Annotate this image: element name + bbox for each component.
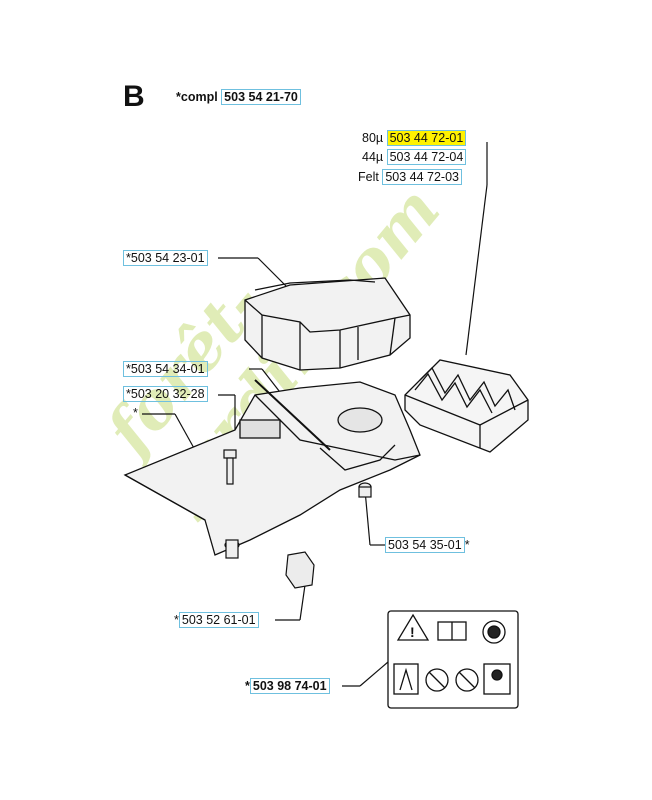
leader-filter (465, 184, 488, 356)
callout-pad: *503 52 61-01 (174, 612, 259, 628)
kit-part-number[interactable]: 503 54 21-70 (221, 89, 301, 105)
callout-decal: *503 98 74-01 (245, 678, 330, 694)
kit-prefix: *compl (176, 90, 218, 104)
filter-row-3: Felt 503 44 72-03 (358, 169, 463, 185)
ear-protection-icon (482, 620, 506, 644)
leader-plate (174, 413, 196, 451)
rod-part-number[interactable]: *503 54 34-01 (123, 361, 208, 377)
pad (285, 551, 315, 589)
air-filter-cover (244, 277, 411, 371)
filter-part-number[interactable]: 503 44 72-03 (382, 169, 463, 185)
decal-part-number[interactable]: 503 98 74-01 (249, 678, 330, 694)
warning-triangle-icon: ! (396, 613, 430, 641)
callout-screw: *503 20 32-28 (123, 386, 208, 402)
callout-cover: *503 54 23-01 (123, 250, 208, 266)
no-cutting-icon (455, 668, 479, 692)
leader-decal (359, 661, 389, 687)
cover-part-number[interactable]: *503 54 23-01 (123, 250, 208, 266)
manual-book-icon (437, 621, 467, 641)
callout-plate: * (133, 406, 138, 421)
plate-prefix: * (133, 406, 138, 420)
callout-rod: *503 54 34-01 (123, 361, 208, 377)
helmet-worker-icon (483, 663, 511, 695)
pad-prefix: * (174, 613, 179, 627)
screw-part-number[interactable]: *503 20 32-28 (123, 386, 208, 402)
callout-boss: 503 54 35-01* (385, 537, 470, 553)
filter-label: 80µ (362, 131, 384, 145)
air-filter-element (404, 359, 529, 453)
filter-row-2: 44µ 503 44 72-04 (362, 149, 467, 165)
filter-row-1: 80µ 503 44 72-01 (362, 130, 467, 146)
leader-pad (299, 584, 306, 621)
section-letter: B (123, 80, 145, 113)
filter-part-number[interactable]: 503 44 72-01 (386, 130, 467, 146)
filter-label: 44µ (362, 150, 384, 164)
leader-boss (364, 489, 371, 546)
pad-part-number[interactable]: 503 52 61-01 (178, 612, 259, 628)
filter-part-number[interactable]: 503 44 72-04 (386, 149, 467, 165)
decal-prefix: * (245, 679, 250, 693)
hand-warning-icon (393, 663, 419, 695)
no-hand-icon (425, 668, 449, 692)
boss-suffix: * (464, 538, 470, 552)
rubber-boss (358, 482, 372, 498)
cylinder-cover-base (123, 379, 421, 556)
kit-label: *compl 503 54 21-70 (176, 89, 301, 105)
filter-label: Felt (358, 170, 379, 184)
leader-cover (257, 257, 291, 291)
warning-decal: ! (387, 610, 519, 709)
svg-text:!: ! (410, 624, 415, 640)
screw (223, 449, 240, 559)
boss-part-number[interactable]: 503 54 35-01 (385, 537, 465, 553)
